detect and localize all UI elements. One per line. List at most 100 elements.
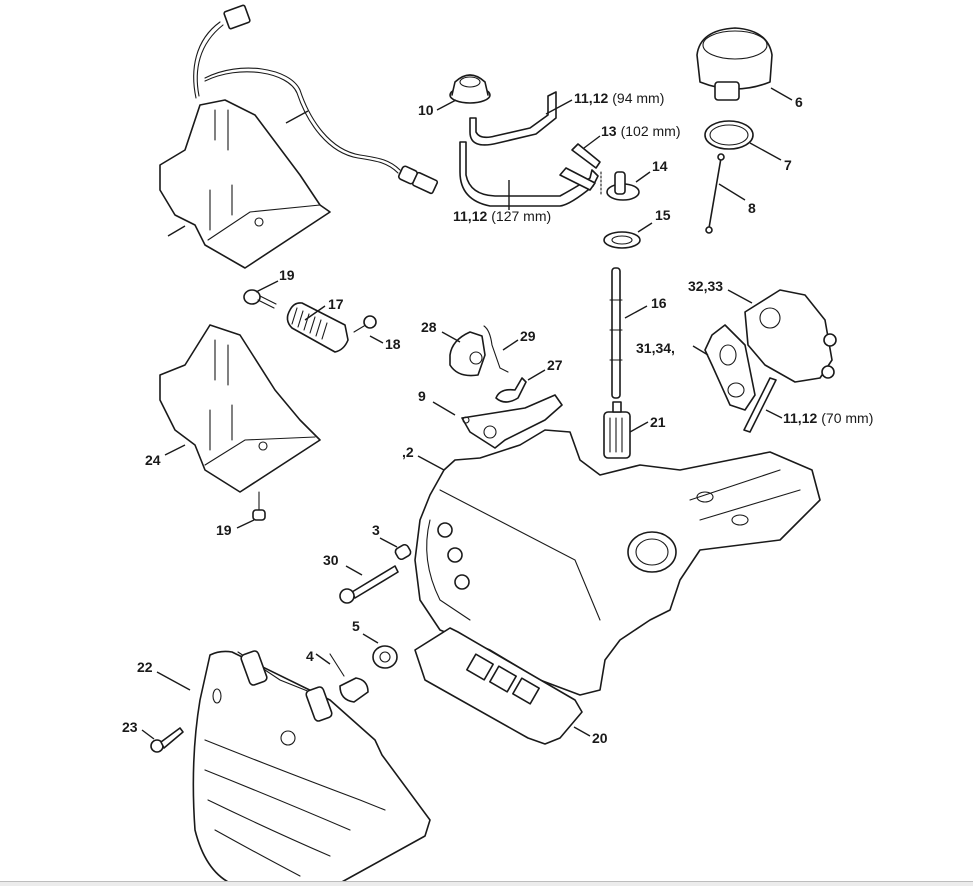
fuel-hose-102mm bbox=[559, 135, 601, 191]
callout-number: 30 bbox=[323, 552, 339, 568]
callout-number: 29 bbox=[520, 328, 536, 344]
upper-baffle bbox=[159, 99, 331, 269]
callout-14: 14 bbox=[652, 158, 668, 174]
callout-6: 6 bbox=[795, 94, 803, 110]
callout-number: 18 bbox=[385, 336, 401, 352]
callout-number: 6 bbox=[795, 94, 803, 110]
primer-bulb-10 bbox=[436, 74, 491, 111]
callout-31-34: 31,34, bbox=[636, 340, 675, 356]
callout-11-12-127mm: 11,12(127 mm) bbox=[453, 208, 551, 224]
callout-30: 30 bbox=[323, 552, 339, 568]
carburetor-32-33 bbox=[727, 289, 837, 383]
callout-number: 32,33 bbox=[688, 278, 724, 294]
wiring-harness bbox=[193, 4, 439, 195]
callout-16: 16 bbox=[651, 295, 667, 311]
callout-number: 9 bbox=[418, 388, 426, 404]
callout-9: 9 bbox=[418, 388, 426, 404]
callout-19-upper: 19 bbox=[279, 267, 295, 283]
callout-number: 19 bbox=[216, 522, 232, 538]
callout-8: 8 bbox=[748, 200, 756, 216]
callout-number: 23 bbox=[122, 719, 138, 735]
callout-number: 22 bbox=[137, 659, 153, 675]
callout-11-12-94mm: 11,12(94 mm) bbox=[574, 90, 664, 106]
stop-4 bbox=[315, 653, 369, 703]
callout-27: 27 bbox=[547, 357, 563, 373]
callout-number: ,2 bbox=[402, 444, 414, 460]
throttle-plate-9 bbox=[432, 394, 563, 449]
cover-20 bbox=[414, 627, 591, 745]
shutter-28 bbox=[441, 331, 486, 377]
callout-number: 13 bbox=[601, 123, 617, 139]
callout-number: 11,12 bbox=[783, 410, 818, 426]
callout-number: 16 bbox=[651, 295, 667, 311]
callout-dimension: (94 mm) bbox=[612, 90, 665, 106]
bottom-border bbox=[0, 881, 973, 886]
callout-number: 21 bbox=[650, 414, 666, 430]
callout-2: ,2 bbox=[402, 444, 414, 460]
callout-dimension: (70 mm) bbox=[821, 410, 874, 426]
fuel-filter-21 bbox=[603, 401, 649, 459]
washer-5 bbox=[362, 633, 398, 669]
pickup-line-16 bbox=[609, 267, 648, 399]
callout-19-lower: 19 bbox=[216, 522, 232, 538]
seal-15 bbox=[603, 222, 653, 249]
callout-number: 28 bbox=[421, 319, 437, 335]
callout-17: 17 bbox=[328, 296, 344, 312]
callout-32-33: 32,33 bbox=[688, 278, 723, 294]
callout-13-102mm: 13(102 mm) bbox=[601, 123, 680, 139]
callout-number: 3 bbox=[372, 522, 380, 538]
callout-number: 27 bbox=[547, 357, 563, 373]
tank-housing-2 bbox=[414, 429, 821, 696]
shroud-22 bbox=[156, 650, 431, 884]
tank-vent-line-8 bbox=[705, 153, 746, 234]
callout-dimension: (102 mm) bbox=[620, 123, 681, 139]
callout-4: 4 bbox=[306, 648, 314, 664]
screw-19-lower bbox=[236, 491, 266, 529]
screw-18 bbox=[353, 315, 384, 344]
screw-19-upper bbox=[243, 280, 279, 309]
callout-number: 17 bbox=[328, 296, 344, 312]
callout-22: 22 bbox=[137, 659, 153, 675]
callout-5: 5 bbox=[352, 618, 360, 634]
callout-number: 11,12 bbox=[453, 208, 488, 224]
callout-21: 21 bbox=[650, 414, 666, 430]
callout-28: 28 bbox=[421, 319, 437, 335]
valve-14 bbox=[600, 171, 651, 201]
callout-number: 15 bbox=[655, 207, 671, 223]
callout-number: 19 bbox=[279, 267, 295, 283]
callout-number: 4 bbox=[306, 648, 314, 664]
impulse-hose-70mm bbox=[743, 377, 783, 433]
callout-23: 23 bbox=[122, 719, 138, 735]
lower-baffle-24 bbox=[159, 324, 321, 493]
callout-number: 10 bbox=[418, 102, 434, 118]
callout-number: 31,34, bbox=[636, 340, 675, 356]
callout-dimension: (127 mm) bbox=[491, 208, 552, 224]
sleeve-3 bbox=[379, 537, 412, 561]
callout-number: 11,12 bbox=[574, 90, 609, 106]
gasket-31-34 bbox=[692, 324, 756, 411]
screw-23 bbox=[141, 727, 184, 753]
callout-24: 24 bbox=[145, 452, 161, 468]
link-27 bbox=[495, 369, 546, 403]
callout-3: 3 bbox=[372, 522, 380, 538]
fuel-hose-127mm bbox=[459, 141, 599, 210]
callout-number: 20 bbox=[592, 730, 608, 746]
callout-number: 8 bbox=[748, 200, 756, 216]
callout-20: 20 bbox=[592, 730, 608, 746]
callout-number: 24 bbox=[145, 452, 161, 468]
callout-number: 14 bbox=[652, 158, 668, 174]
annular-buffer-17 bbox=[286, 302, 349, 353]
tank-cap-6 bbox=[696, 27, 793, 101]
callout-10: 10 bbox=[418, 102, 434, 118]
o-ring-7 bbox=[704, 120, 782, 161]
callout-29: 29 bbox=[520, 328, 536, 344]
spring-29 bbox=[483, 325, 519, 373]
fuel-hose-94mm bbox=[469, 91, 573, 146]
bolt-30 bbox=[339, 565, 399, 604]
callout-7: 7 bbox=[784, 157, 792, 173]
callout-number: 7 bbox=[784, 157, 792, 173]
callout-15: 15 bbox=[655, 207, 671, 223]
callout-number: 5 bbox=[352, 618, 360, 634]
callout-18: 18 bbox=[385, 336, 401, 352]
